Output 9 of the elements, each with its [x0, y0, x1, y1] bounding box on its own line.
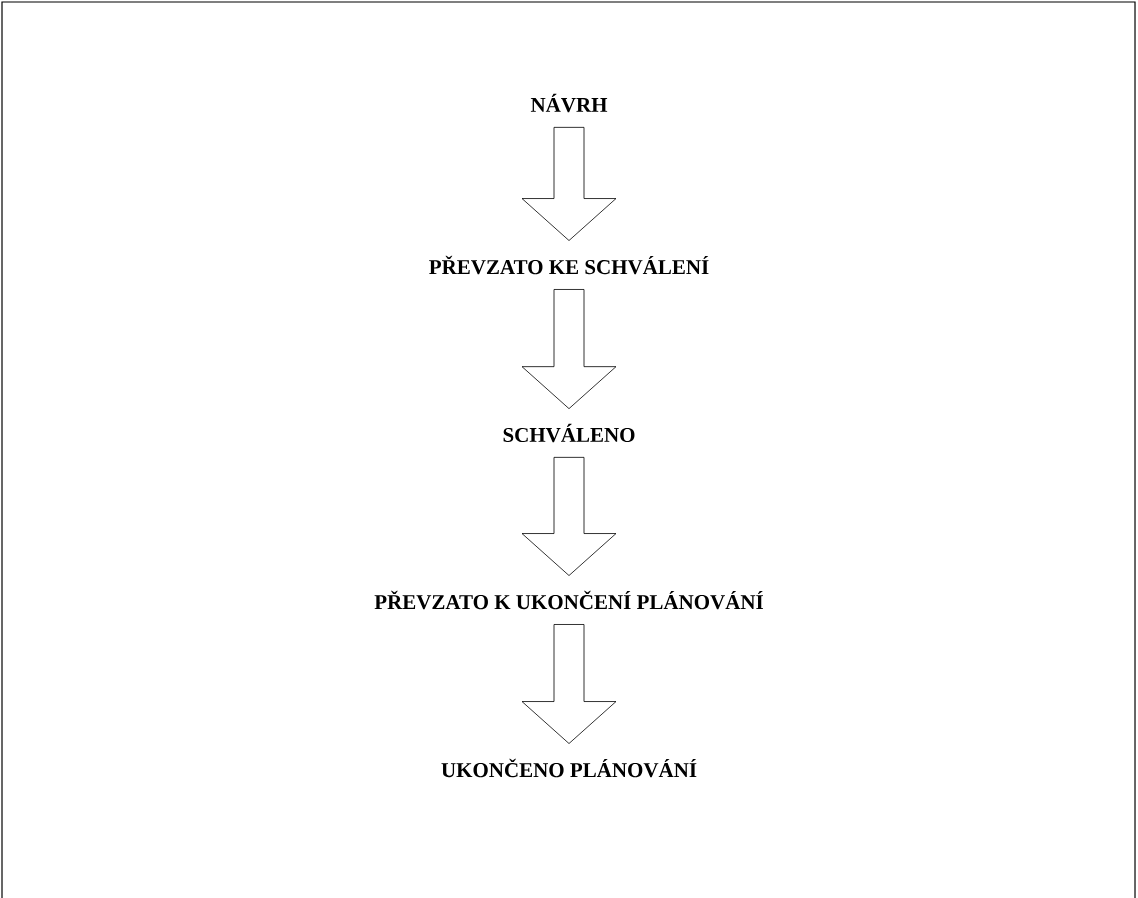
status-label: SCHVÁLENO [503, 423, 635, 443]
block-arrow [521, 126, 617, 241]
status-label: UKONČENO PLÁNOVÁNÍ [441, 758, 697, 778]
block-arrow [521, 456, 617, 576]
block-arrow [521, 624, 617, 744]
status-label: PŘEVZATO K UKONČENÍ PLÁNOVÁNÍ [374, 590, 763, 610]
status-label: PŘEVZATO KE SCHVÁLENÍ [429, 255, 709, 275]
status-label: NÁVRH [530, 93, 608, 113]
block-arrow [521, 289, 617, 410]
